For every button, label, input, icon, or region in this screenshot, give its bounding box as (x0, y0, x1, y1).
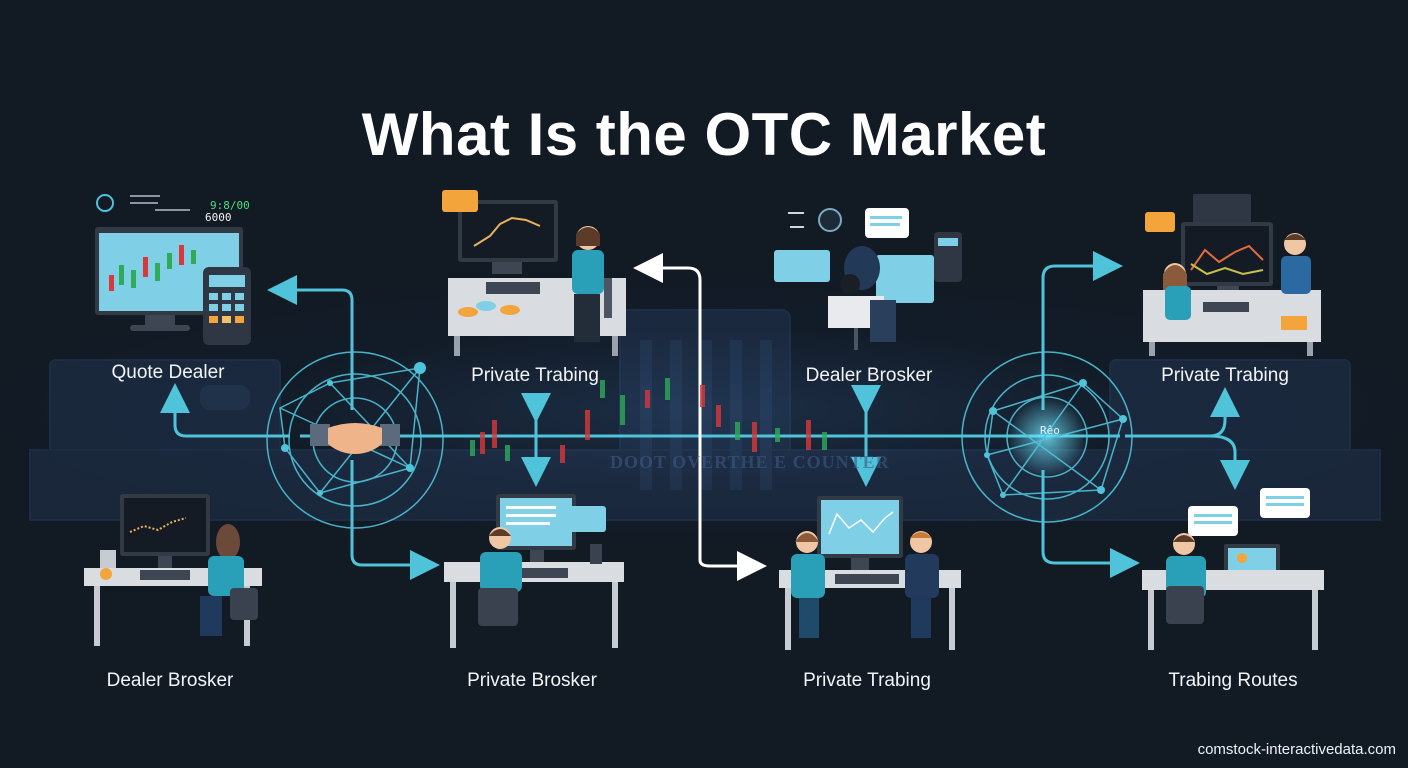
network-hub (961, 351, 1133, 523)
label-quote-dealer: Quote Dealer (111, 362, 225, 383)
page-title: What Is the OTC Market (361, 101, 1047, 169)
node-private-brosker (440, 492, 630, 657)
label-private-brosker: Private Brosker (467, 670, 597, 691)
trader-desk-icon (442, 190, 626, 356)
watermark: comstock-interactivedata.com (1197, 741, 1396, 758)
node-dealer-brosker-2 (80, 492, 265, 657)
laptop-chat-desk-icon (1142, 488, 1324, 650)
network-hub-text: Rêo (1040, 424, 1060, 437)
node-private-trabing-2 (1135, 190, 1325, 360)
monitor-calculator-icon (95, 194, 251, 345)
exchange-building-illustration (29, 309, 1381, 521)
team-trading-desk-icon (1143, 194, 1321, 356)
node-private-trabing-1 (440, 188, 640, 358)
broker-chat-desk-icon (444, 494, 624, 648)
label-dealer-brosker-2: Dealer Brosker (106, 670, 234, 691)
node-quote-dealer: 9:8/00 6000 (85, 185, 285, 385)
analyst-desk-icon (84, 494, 262, 646)
broker-chat-icon (774, 208, 962, 350)
label-private-trabing-2: Private Trabing (1161, 365, 1289, 386)
node-private-trabing-3 (775, 494, 965, 659)
background-caption: DOOT OVERTHE E COUNTER (610, 452, 890, 472)
label-private-trabing-1: Private Trabing (471, 365, 599, 386)
two-traders-desk-icon (779, 496, 961, 650)
ticker-green: 9:8/00 (210, 199, 250, 212)
node-trabing-routes (1138, 486, 1328, 656)
handshake-hub (266, 351, 444, 529)
handshake-icon (310, 423, 400, 454)
label-trabing-routes: Trabing Routes (1168, 670, 1298, 691)
node-dealer-brosker-1 (770, 200, 970, 360)
label-private-trabing-3: Private Trabing (803, 670, 931, 691)
ticker-red: 6000 (205, 211, 232, 224)
label-dealer-brosker-1: Dealer Brosker (805, 365, 933, 386)
